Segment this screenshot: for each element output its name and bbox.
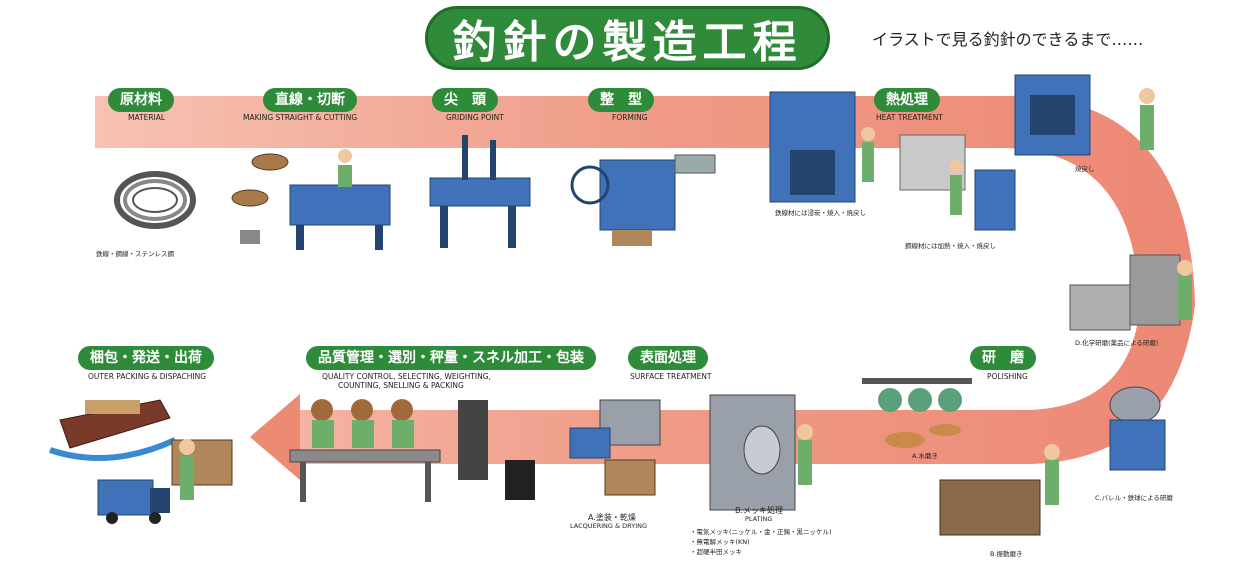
forming-machine-icon [570, 154, 716, 246]
band-arrow-tip [250, 394, 300, 480]
vibration-polishing-icon [939, 444, 1060, 536]
ship-icon [49, 399, 177, 461]
surface-b-item-1: ・電気メッキ(ニッケル・金・正錫・黒ニッケル) [690, 528, 832, 536]
surface-a-ja: A.塗装・乾燥 [588, 513, 636, 522]
polishing-c: C.バレル・鉄球による研磨 [1095, 494, 1173, 502]
step-forming-label: 整 型 [588, 88, 654, 112]
step-qc-en2: COUNTING, SNELLING & PACKING [338, 381, 464, 390]
step-heat-label: 熱処理 [874, 88, 940, 112]
step-ship-label: 梱包・発送・出荷 [78, 346, 214, 370]
step-heat-en: HEAT TREATMENT [876, 113, 943, 122]
flow-arrow-icon [207, 180, 217, 194]
step-straight-en: MAKING STRAIGHT & CUTTING [243, 113, 358, 122]
step-ship-en: OUTER PACKING & DISPACHING [88, 372, 207, 381]
flow-arrow-icon [545, 180, 555, 194]
polishing-a: A.水磨き [912, 452, 938, 460]
heat-note-3: 焼戻し [1075, 165, 1095, 173]
surface-b-ja: B.メッキ処理 [735, 506, 784, 515]
water-polishing-icon [862, 378, 972, 448]
heat-note-2: 鋼線材には加熱・焼入・焼戻し [905, 242, 996, 250]
wire-coil-icon [114, 171, 196, 229]
pointing-machine-icon [429, 135, 531, 248]
heat-note-1: 鉄線材には浸炭・焼入・焼戻し [775, 209, 866, 217]
surface-b-en: PLATING [745, 515, 773, 523]
material-note: 鉄線・鋼線・ステンレス鋼 [96, 250, 174, 258]
surface-a-en: LACQUERING & DRYING [570, 522, 648, 530]
step-surface-en: SURFACE TREATMENT [630, 372, 712, 381]
page-subtitle: イラストで見る釣針のできるまで…… [872, 30, 1144, 49]
straightening-machine-icon [231, 149, 391, 250]
polishing-d: D.化学研磨(薬品による研磨) [1075, 339, 1159, 347]
surface-b-item-2: ・無電解メッキ(KN) [690, 538, 750, 546]
plating-machine-icon [709, 394, 813, 511]
step-polishing-label: 研 磨 [970, 346, 1036, 370]
flow-arrow-icon [722, 180, 732, 194]
step-surface-label: 表面処理 [628, 346, 708, 370]
step-forming-en: FORMING [612, 113, 648, 122]
lacquering-machine-icon [569, 399, 661, 496]
page-title: 釣針の製造工程 [425, 6, 830, 70]
step-point-label: 尖 頭 [432, 88, 498, 112]
quality-control-table-icon [289, 399, 535, 502]
flow-arrow-icon [403, 180, 413, 194]
truck-icon [97, 479, 170, 524]
heat-furnace-icon [769, 74, 1155, 231]
polishing-b: B.振動磨き [990, 550, 1023, 558]
step-point-en: GRIDING POINT [446, 113, 504, 122]
surface-b-item-3: ・超硬半田メッキ [690, 548, 742, 556]
step-qc-label: 品質管理・選別・秤量・スネル加工・包装 [306, 346, 596, 370]
step-straight-label: 直線・切断 [263, 88, 357, 112]
step-polishing-en: POLISHING [987, 372, 1028, 381]
chemical-polishing-icon [1069, 254, 1193, 331]
step-material-label: 原材料 [108, 88, 174, 112]
step-material-en: MATERIAL [128, 113, 166, 122]
packing-worker-icon [171, 439, 233, 500]
barrel-polishing-icon [1109, 386, 1166, 471]
step-qc-en1: QUALITY CONTROL, SELECTING, WEIGHTING, [322, 372, 491, 381]
